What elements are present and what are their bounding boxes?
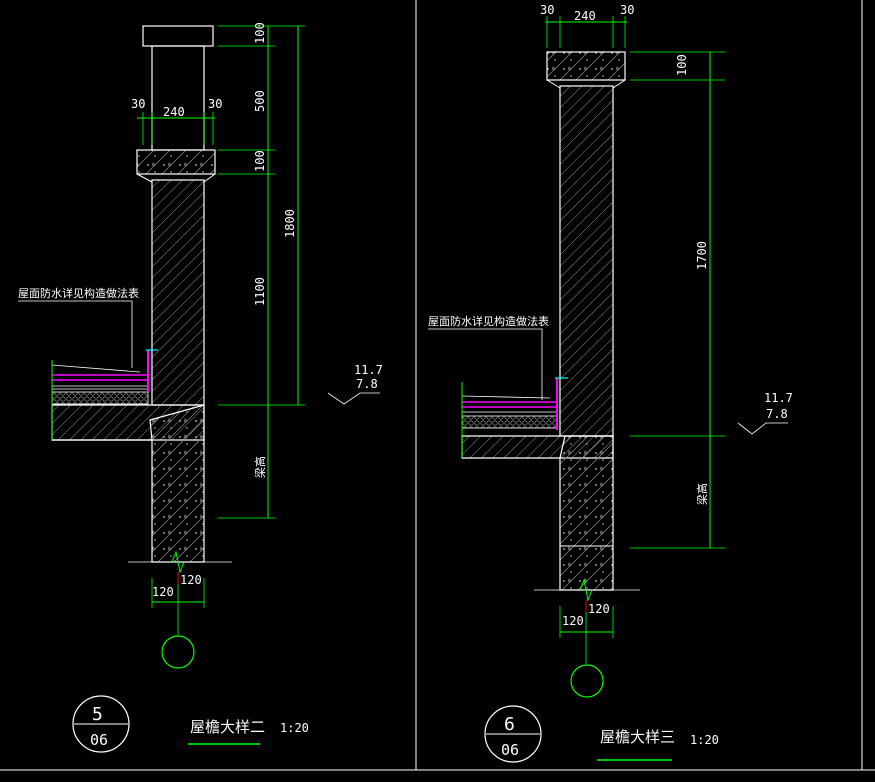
coping-cap-right	[546, 51, 626, 81]
index-sheet-right: 06	[501, 741, 519, 759]
index-circle-right	[484, 705, 542, 763]
index-number-right: 6	[504, 714, 515, 735]
beam-height-label-right: 梁高	[695, 483, 709, 505]
beam-height-label: 梁高	[253, 456, 267, 478]
upper-parapet	[151, 45, 205, 151]
index-number-left: 5	[92, 704, 103, 725]
detail-scale-right: 1:20	[690, 733, 719, 747]
elev-bottom-left: 7.8	[356, 377, 378, 391]
detail-title-right: 屋檐大样三	[600, 728, 675, 746]
dim-bottom-120-b: 120	[180, 573, 202, 587]
dim-top-left-30: 30	[131, 97, 145, 111]
dim-bottom-120-a: 120	[152, 585, 174, 599]
brick-wall-right	[559, 85, 614, 437]
index-sheet-left: 06	[90, 731, 108, 749]
note-text-left: 屋面防水详见构造做法表	[18, 286, 139, 300]
brick-wall	[151, 179, 205, 406]
dim-bottom-120-a-right: 120	[562, 614, 584, 628]
index-circle-left	[72, 695, 130, 753]
detail-left: 屋面防水详见构造做法表 30 240 30 100 500 100 1100 1…	[18, 22, 383, 753]
elev-bottom-right: 7.8	[766, 407, 788, 421]
axis-bubble-left	[161, 635, 195, 669]
dim-top-240: 240	[163, 105, 185, 119]
dim-bottom-120-b-right: 120	[588, 602, 610, 616]
edge-beam-right	[559, 435, 614, 591]
detail-scale-left: 1:20	[280, 721, 309, 735]
dim-top-right-30: 30	[208, 97, 222, 111]
middle-coping	[136, 149, 216, 175]
dim-v-1700-right: 1700	[695, 241, 709, 270]
detail-title-left: 屋檐大样二	[190, 718, 265, 736]
dim-v-500: 500	[253, 90, 267, 112]
detail-right: 屋面防水详见构造做法表 30 240 30 100 1700 梁高 11.7 7…	[428, 3, 793, 763]
dim-v-1800: 1800	[283, 209, 297, 238]
dim-v-1100: 1100	[253, 277, 267, 306]
elev-top-left: 11.7	[354, 363, 383, 377]
edge-beam	[149, 404, 205, 563]
dim-top-240-right: 240	[574, 9, 596, 23]
note-text-right: 屋面防水详见构造做法表	[428, 314, 549, 328]
dim-top-right-30-right: 30	[620, 3, 634, 17]
axis-bubble-right	[570, 664, 604, 698]
elev-top-right: 11.7	[764, 391, 793, 405]
dim-v-100-right: 100	[675, 54, 689, 76]
dim-v-100-a: 100	[253, 22, 267, 44]
coping-cap	[142, 25, 214, 47]
insulation-layer-right	[461, 415, 558, 429]
dim-top-left-30-right: 30	[540, 3, 554, 17]
insulation-layer	[51, 391, 149, 405]
dim-v-100-b: 100	[253, 150, 267, 172]
